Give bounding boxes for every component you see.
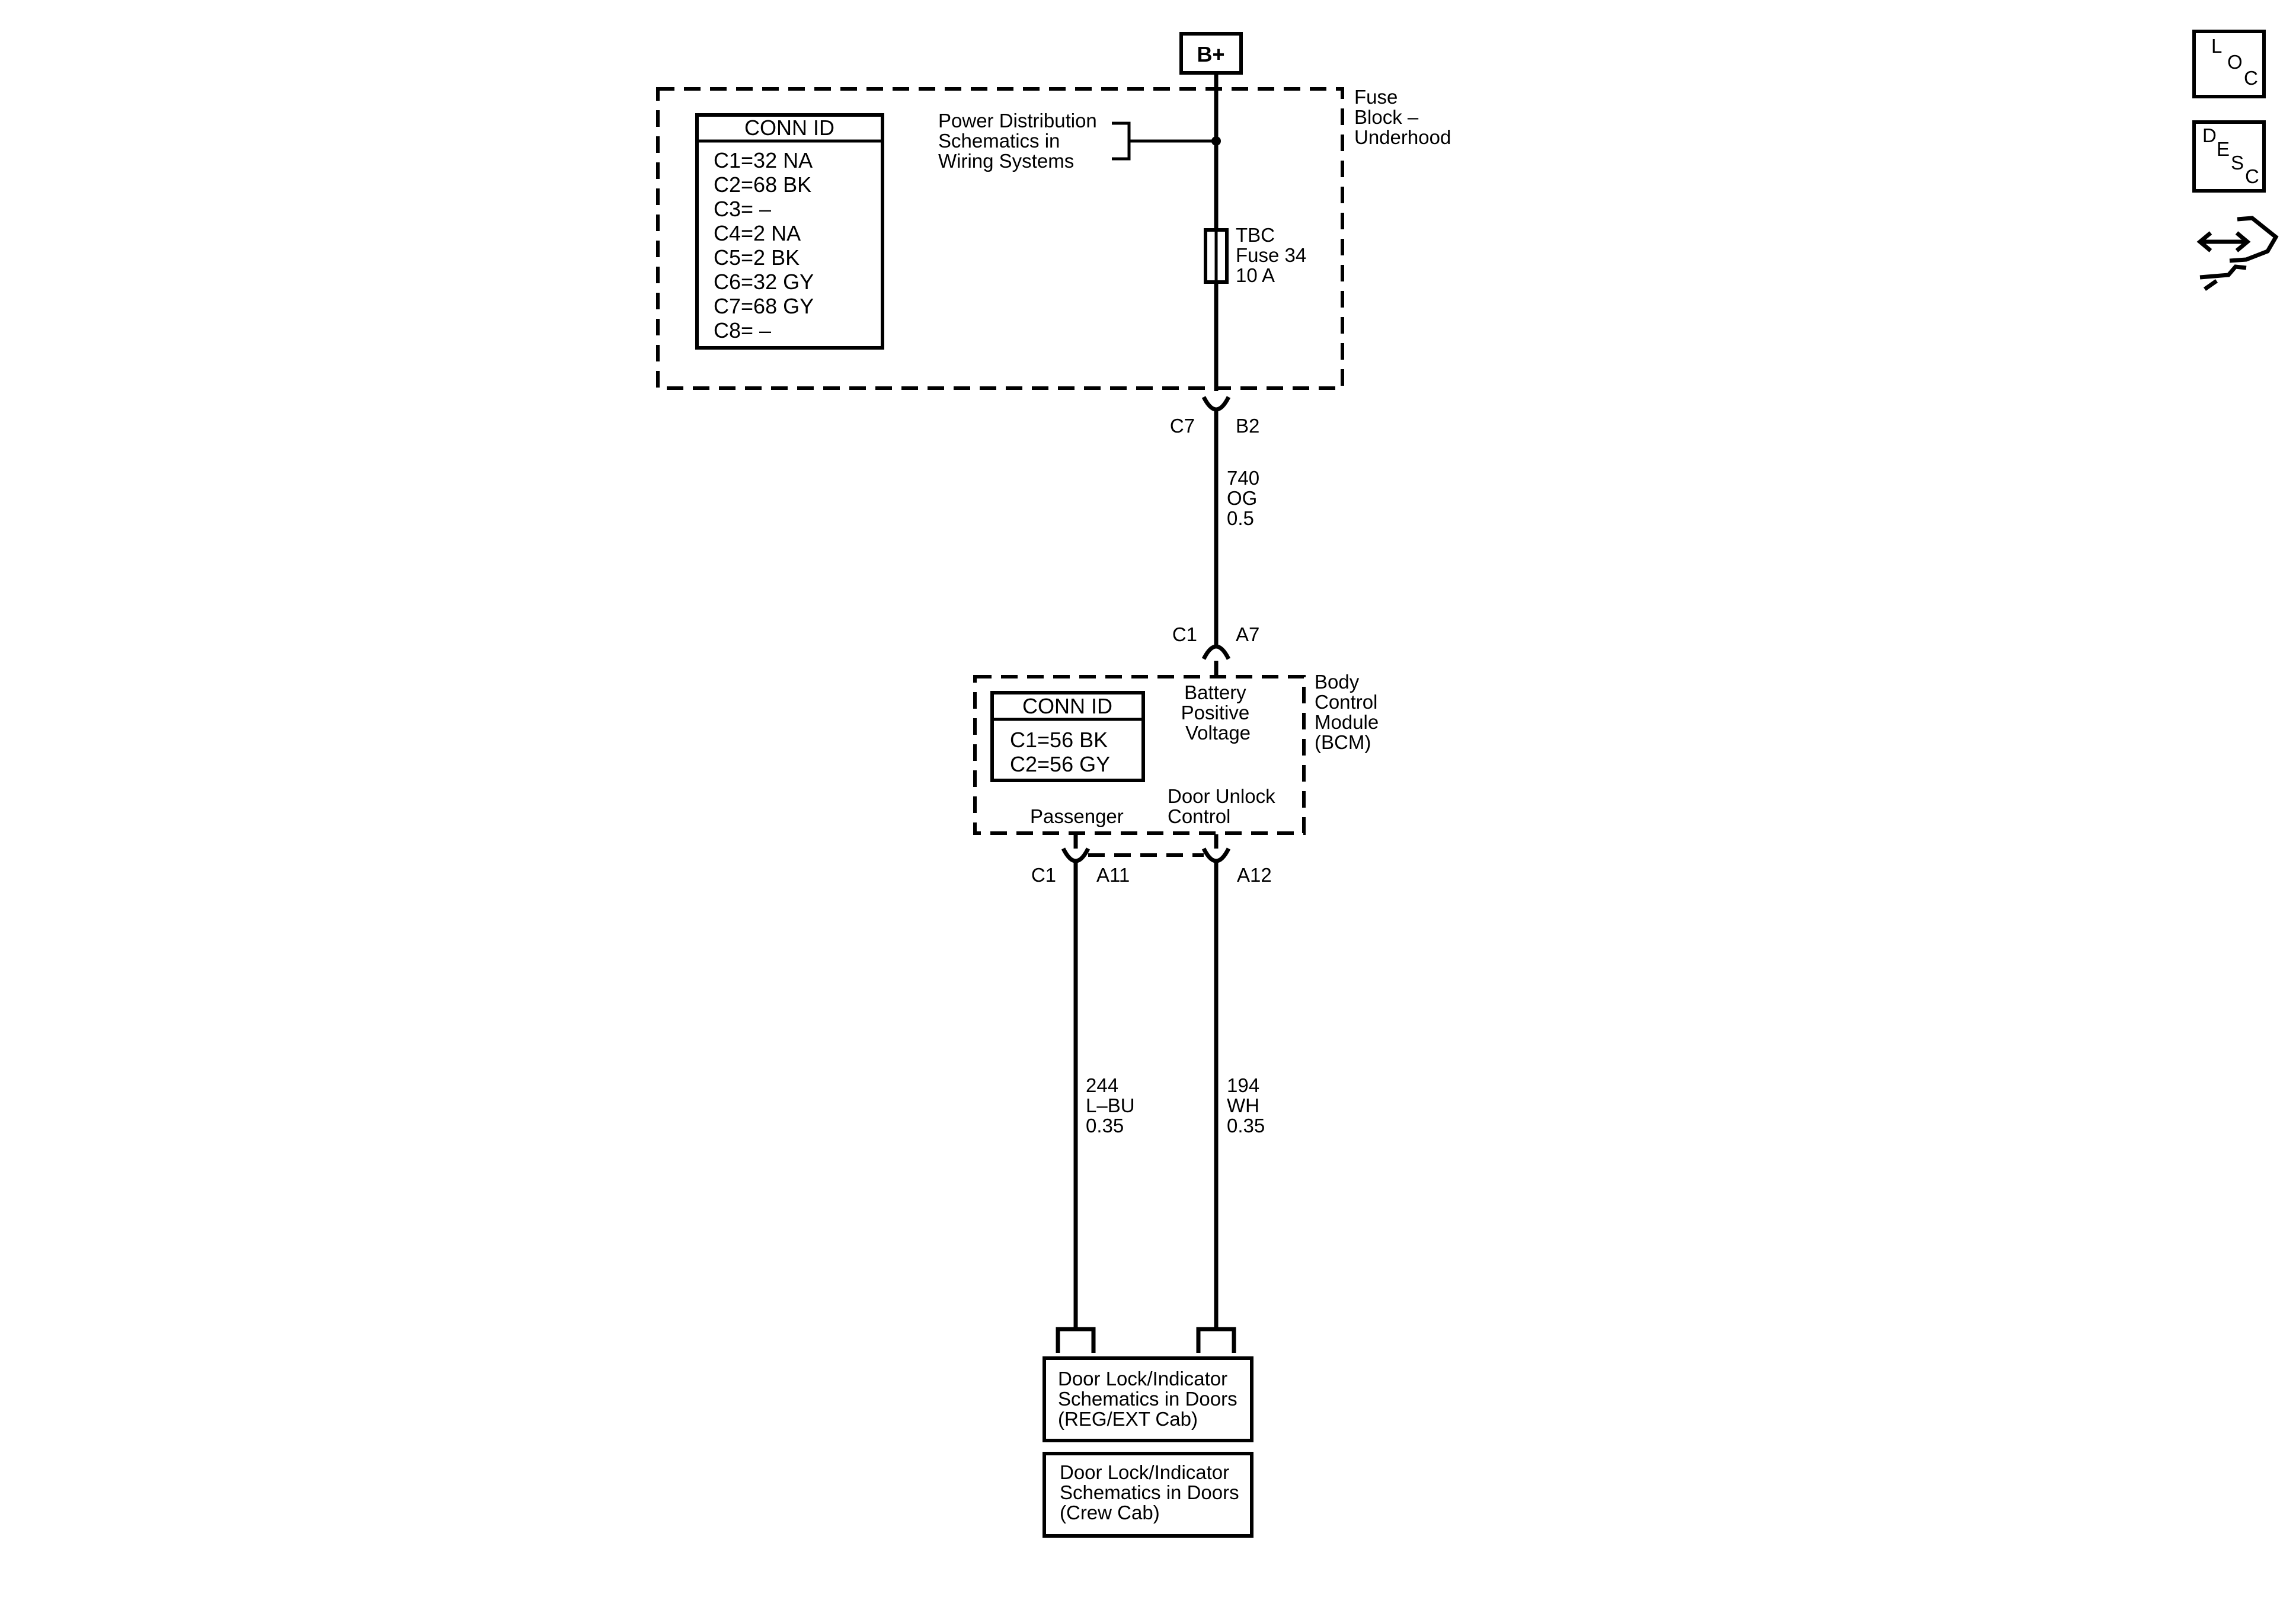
battery-label: B+ [1197,42,1224,66]
wire-244-label: 244 L–BU 0.35 [1086,1074,1140,1137]
loc-icon[interactable]: L O C [2192,30,2266,98]
desc-icon-letter-e: E [2217,138,2230,160]
fuse-block-conn-id-table: CONN ID C1=32 NA C2=68 BK C3= – C4=2 NA … [695,113,884,350]
reference-reg-ext-cab-text: Door Lock/Indicator Schematics in Doors … [1058,1368,1243,1430]
pin-a7-label: A7 [1236,623,1259,645]
bcm-name: Body Control Module (BCM) [1315,671,1384,753]
bcm-conn-id-list: C1=56 BK C2=56 GY [1010,728,1114,776]
terminal-194 [1196,1327,1236,1353]
battery-terminal: B+ [1179,32,1243,75]
connector-c1-a7 [1201,644,1231,678]
connector-c1-a11 [1061,834,1091,863]
pin-a11-label: A11 [1096,864,1130,886]
connector-c7-b2 [1201,396,1231,412]
desc-icon-letter-d: D [2202,124,2217,146]
door-unlock-control-label: Door Unlock Control [1168,785,1281,827]
connector-c1-a12 [1201,834,1231,863]
pin-a12-label: A12 [1237,864,1272,886]
desc-icon-letter-s: S [2231,152,2244,174]
bcm-outline [973,675,1306,835]
power-distribution-reference: Power Distribution Schematics in Wiring … [938,110,1102,172]
passenger-label: Passenger [1030,805,1124,827]
power-reference-bracket [1112,121,1131,161]
connector-c1-top-label: C1 [1172,623,1197,645]
wire-194-label: 194 WH 0.35 [1227,1074,1265,1137]
pin-b2-label: B2 [1236,415,1259,437]
fuse-label: TBC Fuse 34 10 A [1236,224,1312,286]
bcm-conn-id-table: CONN ID C1=56 BK C2=56 GY [990,691,1145,782]
fuse-34 [1204,228,1229,284]
bcm-conn-id-title: CONN ID [1022,694,1112,718]
fuse-block-name: Fuse Block – Underhood [1354,86,1451,148]
battery-positive-voltage-label: Battery Positive Voltage [1181,681,1255,744]
fuse-block-conn-id-title: CONN ID [744,116,834,140]
wire-740-label: 740 OG 0.5 [1227,467,1265,529]
fuse-block-outline [656,87,1344,390]
connector-repair-icon[interactable] [2196,216,2279,291]
desc-icon-letter-c: C [2245,165,2259,187]
connector-c7-label: C7 [1170,415,1195,437]
loc-icon-letter-l: L [2211,35,2222,57]
reference-crew-cab[interactable]: Door Lock/Indicator Schematics in Doors … [1043,1452,1253,1538]
terminal-244 [1056,1327,1096,1353]
reference-crew-cab-text: Door Lock/Indicator Schematics in Doors … [1060,1461,1245,1523]
connector-c1-bottom-label: C1 [1031,864,1056,886]
loc-icon-letter-c: C [2244,67,2258,89]
desc-icon[interactable]: D E S C [2192,120,2266,193]
reference-reg-ext-cab[interactable]: Door Lock/Indicator Schematics in Doors … [1043,1356,1253,1442]
fuse-block-conn-id-list: C1=32 NA C2=68 BK C3= – C4=2 NA C5=2 BK … [714,148,819,343]
loc-icon-letter-o: O [2227,51,2243,73]
